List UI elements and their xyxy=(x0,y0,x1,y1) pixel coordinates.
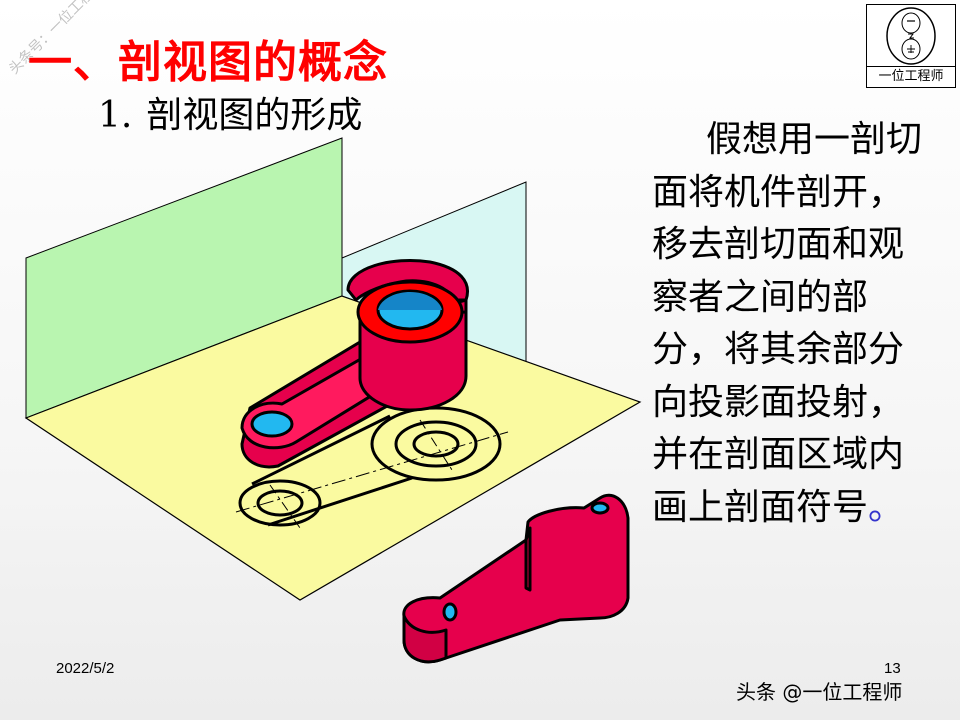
subtitle-text: 剖视图的形成 xyxy=(146,95,363,136)
logo-caption: 一位工程师 xyxy=(867,66,955,87)
slide-date: 2022/5/2 xyxy=(56,660,115,677)
floor-projection-plane xyxy=(24,295,642,601)
floor-projection-drawing xyxy=(235,406,509,529)
slide-title: 一、剖视图的概念 xyxy=(28,37,388,88)
slide-page-number: 13 xyxy=(884,660,901,677)
logo-emblem-icon xyxy=(886,7,936,65)
body-text: 假想用一剖切面将机件剖开，移去剖切面和观察者之间的部分，将其余部分向投影面投射，… xyxy=(652,119,923,528)
body-paragraph: 假想用一剖切面将机件剖开，移去剖切面和观察者之间的部分，将其余部分向投影面投射，… xyxy=(652,114,922,534)
footer-watermark: 头条 @一位工程师 xyxy=(736,680,903,704)
sectioned-part xyxy=(240,258,469,469)
logo: 一位工程师 xyxy=(866,4,956,88)
slide-subtitle: 1. 剖视图的形成 xyxy=(98,86,362,138)
removed-part xyxy=(402,493,630,664)
subtitle-number: 1. xyxy=(98,95,133,136)
body-period: 。 xyxy=(868,486,905,528)
